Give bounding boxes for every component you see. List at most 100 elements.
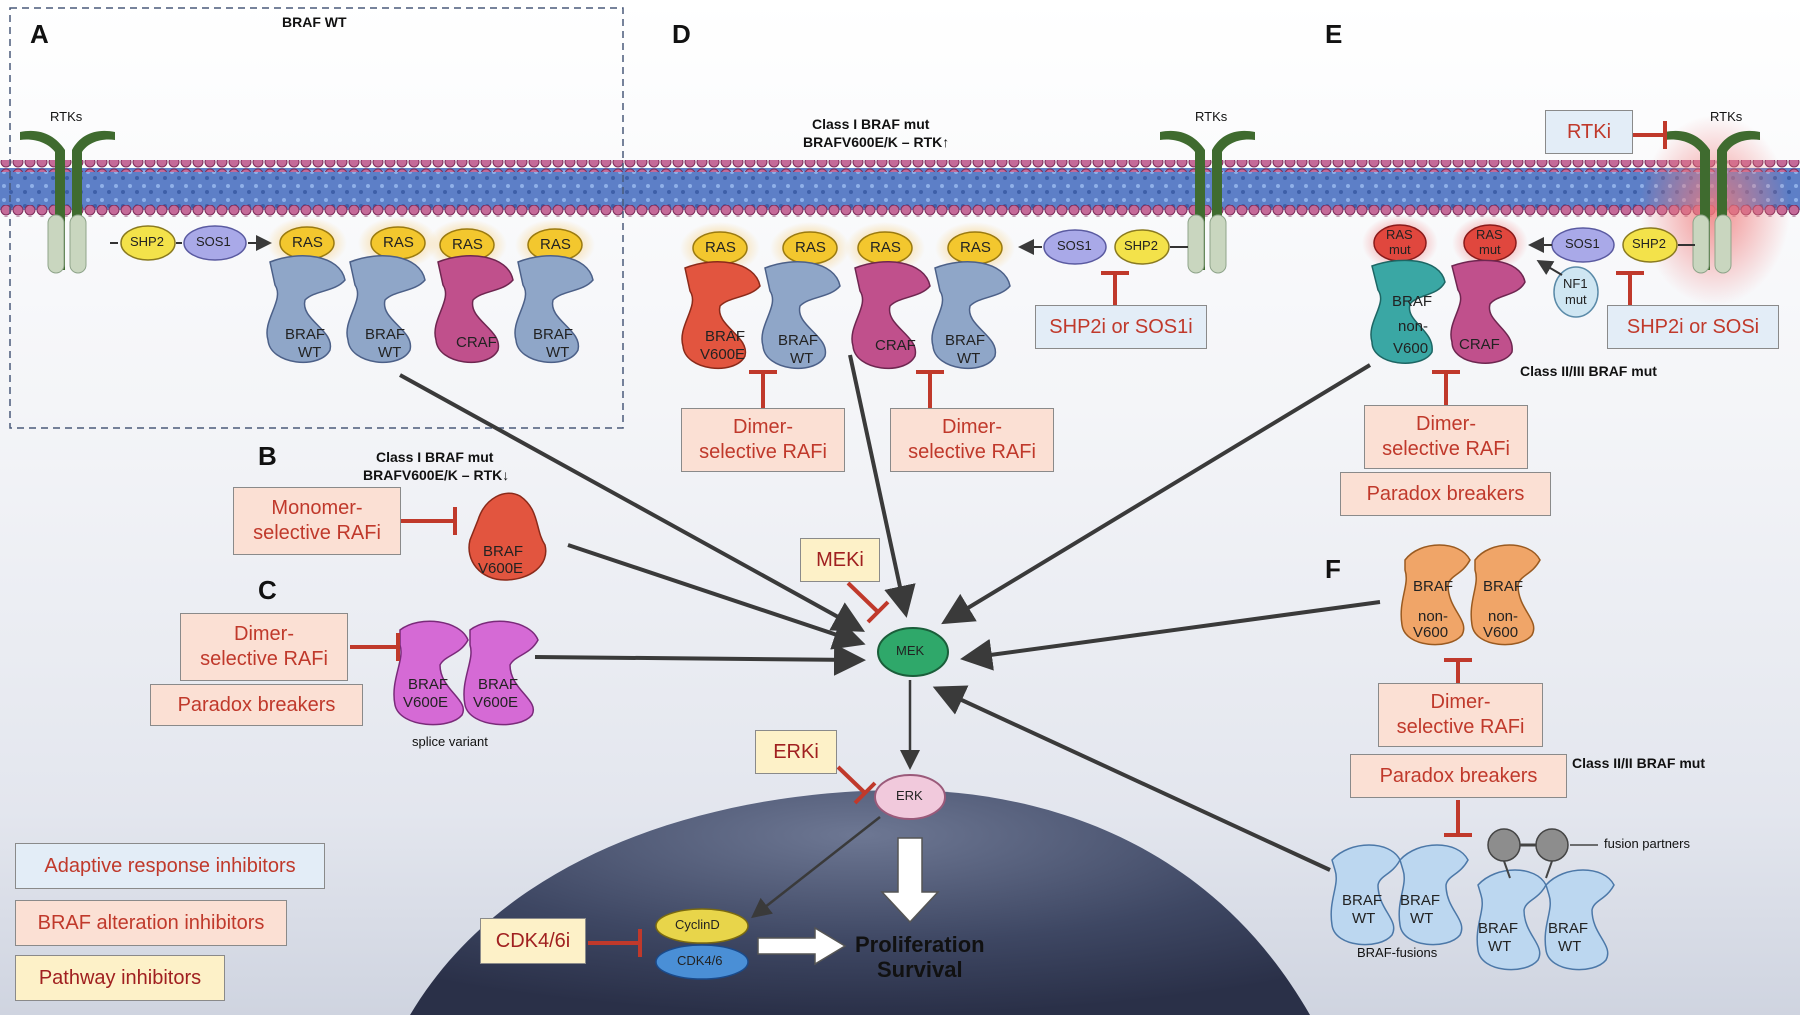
braf-text-f1: BRAF: [1413, 578, 1454, 595]
shp2i-sos1i-box: SHP2i or SOS1i: [1035, 305, 1207, 349]
fusion-partners-label: fusion partners: [1604, 836, 1690, 851]
monomer-selective-rafi-box: Monomer- selective RAFi: [233, 487, 401, 555]
dimer-selective-rafi-box-d1: Dimer- selective RAFi: [681, 408, 845, 472]
proliferation-arrow-right: [757, 926, 847, 966]
cell-membrane: [0, 160, 1800, 217]
wt-text-d1: WT: [790, 350, 814, 367]
braf-text-e: BRAF: [1392, 293, 1433, 310]
erk-text: ERK: [896, 788, 923, 803]
craf-text-d: CRAF: [875, 337, 916, 354]
header-class23: Class II/III BRAF mut: [1520, 363, 1657, 379]
wt-text-a1: WT: [298, 344, 322, 361]
braf-text-d1: BRAF: [705, 328, 746, 345]
shp2-text-e: SHP2: [1632, 236, 1666, 251]
mek-node: [877, 627, 949, 677]
cdk46i-box: CDK4/6i: [480, 918, 586, 964]
braf-text-a2: BRAF: [365, 326, 406, 343]
sos1-text-a: SOS1: [196, 234, 231, 249]
header-class1-down-line2: BRAFV600E/K – RTK↓: [363, 467, 510, 483]
dimer-e-line1: Dimer-: [1416, 413, 1476, 435]
cdk46-node: [655, 944, 749, 980]
rtk-label-e: RTKs: [1710, 109, 1743, 124]
cyclind-text: CyclinD: [675, 917, 720, 932]
monomer-line1: Monomer-: [271, 497, 363, 519]
v600e-text-c1: V600E: [403, 694, 449, 711]
v600e-text-b: V600E: [478, 560, 524, 577]
wt-text-a2: WT: [378, 344, 402, 361]
dimer-f-line2: selective RAFi: [1396, 716, 1525, 738]
braf-text-f2: BRAF: [1483, 578, 1524, 595]
mek-text: MEK: [896, 643, 925, 658]
rtk-label-a: RTKs: [50, 109, 83, 124]
braf-text-fus1: BRAF: [1342, 892, 1383, 909]
panel-label-a: A: [30, 19, 49, 49]
nucleus: [410, 790, 1310, 1015]
braf-text-a3: BRAF: [533, 326, 574, 343]
panel-d-molecules: [680, 222, 1188, 370]
ras-text-a1: RAS: [292, 234, 323, 251]
wt-text-fus2: WT: [1410, 910, 1434, 927]
panel-label-b: B: [258, 441, 277, 471]
panel-f-molecules: [1330, 544, 1615, 971]
panel-label-e: E: [1325, 19, 1343, 49]
splice-variant-label: splice variant: [412, 734, 488, 749]
erk-node: [874, 774, 946, 820]
v600-text-e: V600: [1393, 340, 1429, 357]
dimer-d2-line1: Dimer-: [942, 416, 1002, 438]
panel-a-molecules: [110, 217, 595, 364]
ras-mut-text-e2-a: RAS: [1476, 227, 1503, 242]
survival-label: Survival: [877, 957, 963, 982]
dimer-c-line2: selective RAFi: [200, 648, 328, 670]
braf-text-c1: BRAF: [408, 676, 449, 693]
shp2-text-a: SHP2: [130, 234, 164, 249]
ras-text-a3: RAS: [452, 236, 483, 253]
wt-text-d2: WT: [957, 350, 981, 367]
rtk-label-d: RTKs: [1195, 109, 1228, 124]
braf-fusions-label: BRAF-fusions: [1357, 945, 1438, 960]
shp2-text-d: SHP2: [1124, 238, 1158, 253]
panel-label-f: F: [1325, 554, 1341, 584]
dimer-e-line2: selective RAFi: [1382, 438, 1510, 460]
rtk-activation-glow: [1640, 115, 1790, 305]
v600e-text-c2: V600E: [473, 694, 519, 711]
non-text-e: non-: [1398, 318, 1429, 335]
proliferation-arrow-down: [880, 837, 940, 924]
v600-text-f2: V600: [1483, 624, 1519, 641]
panel-label-c: C: [258, 575, 277, 605]
dimer-selective-rafi-box-f: Dimer- selective RAFi: [1378, 683, 1543, 747]
dimer-selective-rafi-box-e: Dimer- selective RAFi: [1364, 405, 1528, 469]
ras-text-d2: RAS: [795, 239, 826, 256]
signal-arrows: [399, 354, 1381, 919]
erki-box: ERKi: [755, 730, 837, 774]
dimer-selective-rafi-box-c: Dimer- selective RAFi: [180, 613, 348, 681]
cyclind-node: [655, 908, 749, 944]
ras-text-d4: RAS: [960, 239, 991, 256]
header-class1-up-line2: BRAFV600E/K – RTK↑: [803, 134, 950, 150]
dimer-c-line1: Dimer-: [234, 623, 294, 645]
legend-adaptive: Adaptive response inhibitors: [15, 843, 325, 889]
panel-e-molecules: [1362, 215, 1695, 364]
legend-braf-alteration: BRAF alteration inhibitors: [15, 900, 287, 946]
braf-text-a1: BRAF: [285, 326, 326, 343]
shp2i-sosi-box: SHP2i or SOSi: [1607, 305, 1779, 349]
sos1-text-d: SOS1: [1057, 238, 1092, 253]
braf-text-c2: BRAF: [478, 676, 519, 693]
v600e-text-d: V600E: [700, 346, 746, 363]
ras-text-d1: RAS: [705, 239, 736, 256]
braf-text-d3: BRAF: [945, 332, 986, 349]
paradox-breakers-box-f: Paradox breakers: [1350, 754, 1567, 798]
panel-label-d: D: [672, 19, 691, 49]
wt-text-a3: WT: [546, 344, 570, 361]
ras-mut-text-e1-a: RAS: [1386, 227, 1413, 242]
sos1-text-e: SOS1: [1565, 236, 1600, 251]
non-text-f2: non-: [1488, 608, 1519, 625]
cdk46-text: CDK4/6: [677, 953, 723, 968]
nf1-text-1: NF1: [1563, 276, 1588, 291]
ras-text-a2: RAS: [383, 234, 414, 251]
dimer-d1-line1: Dimer-: [733, 416, 793, 438]
braf-text-fus3: BRAF: [1478, 920, 1519, 937]
dimer-selective-rafi-box-d2: Dimer- selective RAFi: [890, 408, 1054, 472]
rtki-box: RTKi: [1545, 110, 1633, 154]
